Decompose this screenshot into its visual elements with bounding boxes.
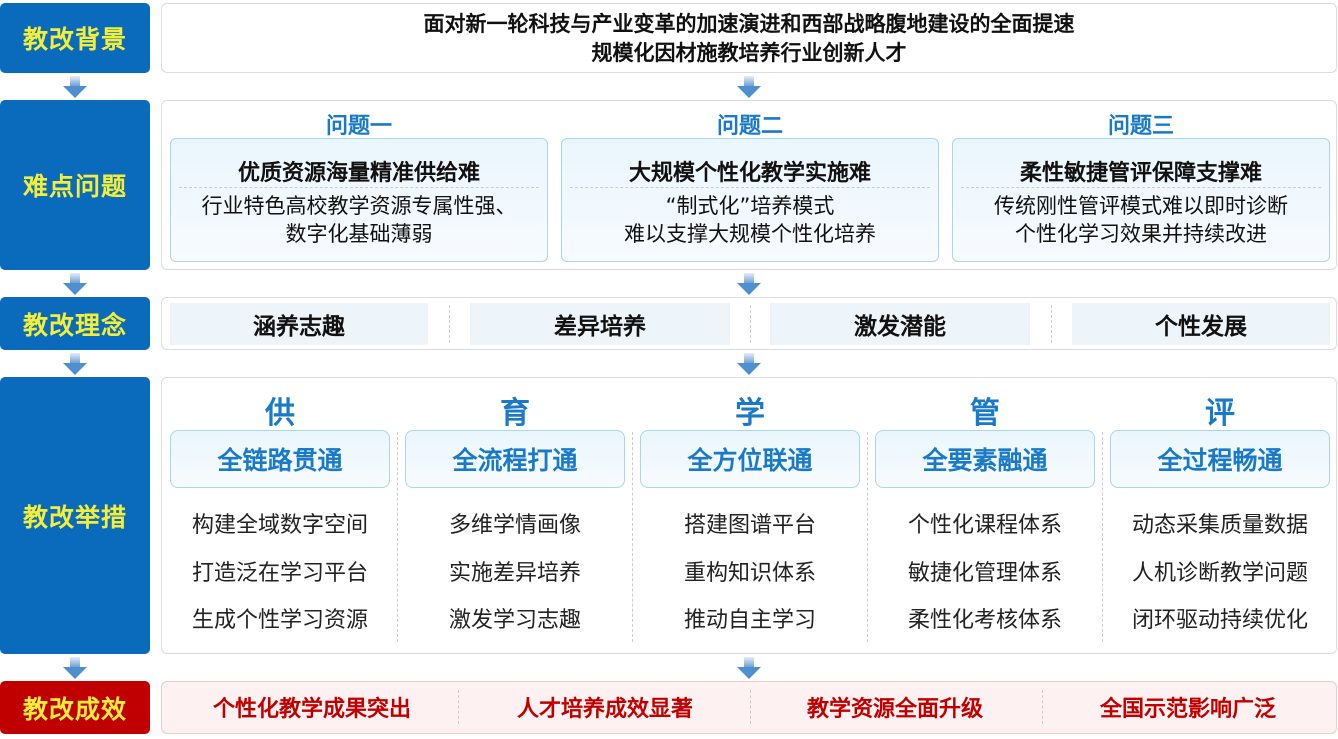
measure-char: 管 [970, 396, 1000, 431]
measure-title: 全要素融通 [875, 430, 1095, 488]
result-item: 教学资源全面升级 [806, 697, 983, 722]
problem-card: 优质资源海量精准供给难行业特色高校教学资源专属性强、数字化基础薄弱 [170, 138, 548, 262]
arrow-down-icon [63, 353, 87, 375]
measure-item: 人机诊断教学问题 [1131, 561, 1308, 586]
measure-char: 学 [735, 396, 765, 431]
problem-desc: “制式化”培养模式难以支撑大规模个性化培养 [562, 188, 938, 248]
measure-char: 供 [265, 396, 295, 431]
measure-item: 实施差异培养 [448, 561, 581, 586]
measure-title: 全流程打通 [405, 430, 625, 488]
problem-card: 大规模个性化教学实施难“制式化”培养模式难以支撑大规模个性化培养 [561, 138, 939, 262]
measures-panel [161, 377, 1337, 654]
measure-item: 打造泛在学习平台 [191, 561, 368, 586]
measure-title: 全过程畅通 [1110, 430, 1330, 488]
problem-desc: 传统刚性管评模式难以即时诊断个性化学习效果并持续改进 [953, 188, 1329, 248]
problem-desc-line: 传统刚性管评模式难以即时诊断 [994, 194, 1288, 218]
label-background: 教改背景 [0, 3, 150, 73]
divider [867, 432, 868, 642]
problem-card: 柔性敏捷管评保障支撑难传统刚性管评模式难以即时诊断个性化学习效果并持续改进 [952, 138, 1330, 262]
divider [750, 305, 751, 343]
result-item: 全国示范影响广泛 [1099, 697, 1276, 722]
measure-char: 育 [500, 396, 530, 431]
problem-title: 柔性敏捷管评保障支撑难 [961, 139, 1321, 188]
arrow-down-icon [737, 273, 761, 295]
measure-item: 闭环驱动持续优化 [1131, 608, 1308, 633]
measure-title: 全链路贯通 [170, 430, 390, 488]
divider [632, 432, 633, 642]
divider [1042, 690, 1043, 724]
background-line-1: 面对新一轮科技与产业变革的加速演进和西部战略腹地建设的全面提速 [423, 12, 1075, 36]
measure-item: 生成个性学习资源 [191, 608, 368, 633]
concept-item: 个性发展 [1072, 303, 1330, 345]
measure-item: 敏捷化管理体系 [907, 561, 1062, 586]
problem-header: 问题三 [1107, 114, 1174, 139]
label-concepts: 教改理念 [0, 297, 150, 350]
measure-item: 推动自主学习 [683, 608, 816, 633]
label-results: 教改成效 [0, 681, 150, 734]
label-problems: 难点问题 [0, 100, 150, 270]
measure-item: 激发学习志趣 [448, 608, 581, 633]
problem-title: 大规模个性化教学实施难 [570, 139, 930, 188]
background-line-2: 规模化因材施教培养行业创新人才 [591, 41, 907, 65]
measure-item: 动态采集质量数据 [1131, 513, 1308, 538]
arrow-down-icon [737, 657, 761, 679]
results-panel [161, 681, 1337, 734]
result-item: 个性化教学成果突出 [212, 697, 411, 722]
measure-item: 搭建图谱平台 [683, 513, 816, 538]
measure-item: 重构知识体系 [683, 561, 816, 586]
measure-item: 个性化课程体系 [907, 513, 1062, 538]
arrow-down-icon [737, 76, 761, 98]
concept-item: 涵养志趣 [170, 303, 428, 345]
divider [750, 690, 751, 724]
problem-desc-line: “制式化”培养模式 [665, 194, 835, 218]
result-item: 人才培养成效显著 [516, 697, 693, 722]
problem-desc-line: 数字化基础薄弱 [285, 222, 433, 246]
divider [1051, 305, 1052, 343]
divider [458, 690, 459, 724]
divider [449, 305, 450, 343]
measure-item: 构建全域数字空间 [191, 513, 368, 538]
concept-item: 激发潜能 [770, 303, 1030, 345]
measure-item: 多维学情画像 [448, 513, 581, 538]
arrow-down-icon [63, 657, 87, 679]
measure-title: 全方位联通 [640, 430, 860, 488]
problem-desc-line: 行业特色高校教学资源专属性强、 [201, 194, 517, 218]
measure-char: 评 [1205, 396, 1235, 431]
problem-header: 问题一 [325, 114, 392, 139]
concept-item: 差异培养 [470, 303, 730, 345]
measure-item: 柔性化考核体系 [907, 608, 1062, 633]
problem-desc-line: 个性化学习效果并持续改进 [1015, 222, 1267, 246]
problem-desc: 行业特色高校教学资源专属性强、数字化基础薄弱 [171, 188, 547, 248]
divider [397, 432, 398, 642]
arrow-down-icon [63, 273, 87, 295]
problem-desc-line: 难以支撑大规模个性化培养 [624, 222, 876, 246]
arrow-down-icon [737, 353, 761, 375]
label-measures: 教改举措 [0, 377, 150, 654]
background-panel: 面对新一轮科技与产业变革的加速演进和西部战略腹地建设的全面提速 规模化因材施教培… [161, 3, 1337, 73]
divider [1102, 432, 1103, 642]
problem-title: 优质资源海量精准供给难 [179, 139, 539, 188]
arrow-down-icon [63, 76, 87, 98]
problem-header: 问题二 [716, 114, 783, 139]
